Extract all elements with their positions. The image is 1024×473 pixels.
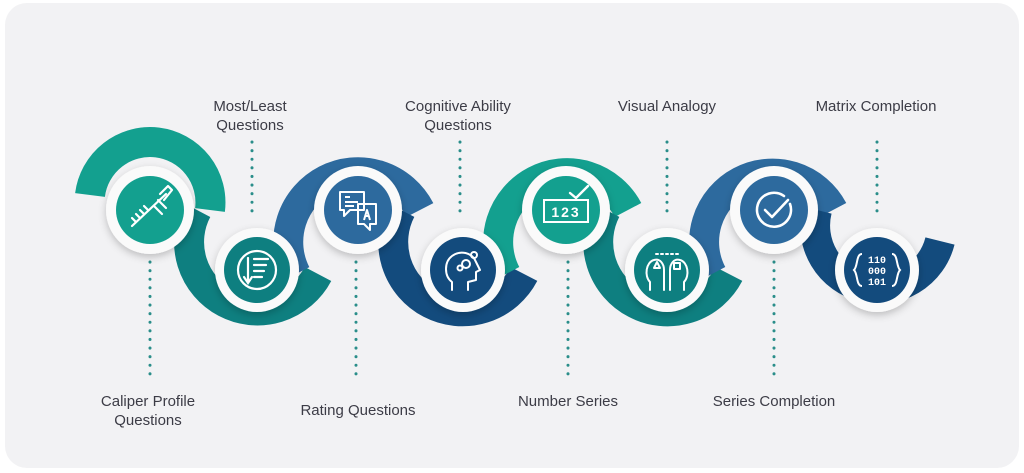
connectors	[148, 140, 879, 380]
ribbon-segment-2	[174, 203, 332, 326]
step-node-1	[106, 166, 194, 254]
step-node-5: 123	[522, 166, 610, 254]
svg-text:110: 110	[868, 256, 886, 267]
step-node-2	[215, 228, 299, 312]
step-label-matrix-completion: Matrix Completion	[815, 98, 937, 115]
check-circle-icon	[755, 191, 793, 229]
step-node-4	[421, 228, 505, 312]
ribbon-segment-6	[583, 203, 743, 327]
number-series-icon: 123	[543, 184, 590, 223]
two-heads-icon	[645, 253, 689, 291]
step-label-series-completion: Series Completion	[712, 393, 836, 410]
caliper-icon	[130, 184, 174, 228]
binary-matrix-icon: 110 000 101	[852, 253, 902, 289]
svg-text:000: 000	[868, 267, 886, 278]
step-node-8: 110 000 101	[835, 228, 919, 312]
step-node-3	[314, 166, 402, 254]
ribbon-segment-4	[378, 203, 538, 327]
svg-text:123: 123	[551, 204, 580, 220]
step-node-7	[730, 166, 818, 254]
ribbon-segment-1	[75, 127, 226, 212]
head-gears-icon	[445, 251, 481, 291]
rating-chat-icon	[339, 191, 377, 231]
step-label-caliper-profile: Caliper Profile Questions	[100, 393, 196, 429]
step-label-rating: Rating Questions	[300, 402, 416, 419]
svg-text:101: 101	[868, 278, 886, 289]
step-label-visual-analogy: Visual Analogy	[617, 98, 717, 115]
step-label-number-series: Number Series	[517, 393, 619, 410]
step-label-cognitive-ability: Cognitive Ability Questions	[405, 98, 511, 134]
step-label-most-least: Most/Least Questions	[213, 98, 287, 134]
step-node-6	[625, 228, 709, 312]
most-least-list-icon	[236, 249, 278, 291]
